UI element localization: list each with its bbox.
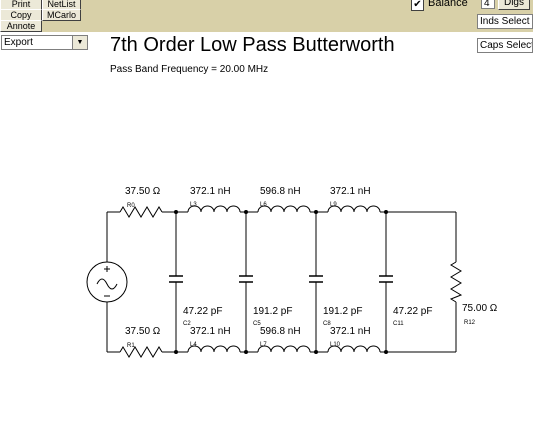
r12-value: 75.00 Ω — [462, 303, 498, 314]
balance-checkbox[interactable]: ✔ — [411, 0, 424, 11]
capacitor-c8-symbol — [309, 275, 323, 283]
l6-value: 596.8 nH — [260, 186, 301, 197]
l10-ref: L10 — [330, 342, 341, 348]
resistor-r12-symbol — [449, 261, 463, 303]
inds-select[interactable]: Inds Select — [477, 14, 533, 29]
inductor-l4-symbol — [187, 345, 241, 353]
r12-ref: R12 — [464, 320, 476, 326]
l4-value: 372.1 nH — [190, 326, 231, 337]
chevron-down-icon[interactable]: ▼ — [72, 36, 87, 49]
l9-ref: L9 — [330, 202, 337, 208]
mcarlo-button[interactable]: MCarlo — [42, 9, 81, 21]
r0-value: 37.50 Ω — [125, 186, 161, 197]
caps-select[interactable]: Caps Select — [477, 38, 533, 53]
r1-ref: R1 — [127, 343, 135, 349]
l3-value: 372.1 nH — [190, 186, 231, 197]
r0-ref: R0 — [127, 203, 135, 209]
ac-source-icon — [86, 261, 128, 303]
c11-value: 47.22 pF — [393, 306, 432, 317]
resistor-r1-symbol — [119, 346, 163, 358]
page-subtitle: Pass Band Frequency = 20.00 MHz — [110, 64, 269, 75]
c11-ref: C11 — [393, 321, 404, 327]
c2-ref: C2 — [183, 321, 191, 327]
c2-value: 47.22 pF — [183, 306, 222, 317]
inductor-l6-symbol — [257, 205, 311, 213]
junction-dots — [174, 210, 388, 354]
export-select-value: Export — [4, 37, 33, 48]
wires — [106, 211, 457, 353]
digits-button[interactable]: Digs — [498, 0, 530, 10]
l7-value: 596.8 nH — [260, 326, 301, 337]
c8-value: 191.2 pF — [323, 306, 362, 317]
l6-ref: L6 — [260, 202, 267, 208]
capacitor-c2-symbol — [169, 275, 183, 283]
check-icon: ✔ — [413, 0, 422, 10]
c5-value: 191.2 pF — [253, 306, 292, 317]
l3-ref: L3 — [190, 202, 197, 208]
export-select[interactable]: Export ▼ — [1, 35, 88, 50]
r1-value: 37.50 Ω — [125, 326, 161, 337]
inductor-l10-symbol — [327, 345, 381, 353]
page-title: 7th Order Low Pass Butterworth — [110, 34, 395, 56]
inductor-l3-symbol — [187, 205, 241, 213]
digits-field[interactable]: 4 — [481, 0, 495, 9]
capacitor-c5-symbol — [239, 275, 253, 283]
l10-value: 372.1 nH — [330, 326, 371, 337]
toolbar: Print Copy Annote NetList MCarlo ✔ Balan… — [0, 0, 533, 32]
inductor-l9-symbol — [327, 205, 381, 213]
capacitor-c11-symbol — [379, 275, 393, 283]
l9-value: 372.1 nH — [330, 186, 371, 197]
c5-ref: C5 — [253, 321, 261, 327]
l7-ref: L7 — [260, 342, 267, 348]
inductor-l7-symbol — [257, 345, 311, 353]
balance-label: Balance — [428, 0, 468, 9]
annote-button[interactable]: Annote — [0, 20, 42, 32]
l4-ref: L4 — [190, 342, 197, 348]
resistor-r0-symbol — [119, 206, 163, 218]
c8-ref: C8 — [323, 321, 331, 327]
